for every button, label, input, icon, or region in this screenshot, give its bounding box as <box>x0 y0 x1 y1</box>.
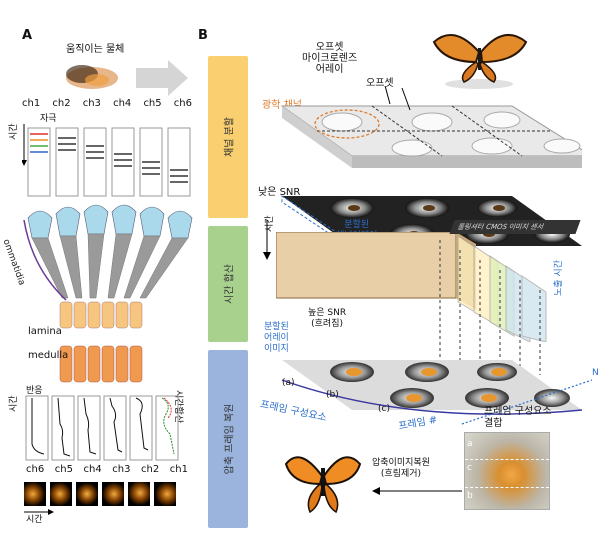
time-arrow-label: 시간 <box>26 515 43 525</box>
offset-label: 오프셋 <box>366 78 394 89</box>
low-snr-label: 낮은 SNR <box>258 187 301 198</box>
response-traces <box>25 395 179 461</box>
time-arrow-icon <box>24 509 54 515</box>
row-letter: b <box>467 491 473 501</box>
panel-a-letter: A <box>22 28 33 43</box>
time-axis-label: 시간 <box>9 123 19 140</box>
abc-c: (c) <box>378 404 390 414</box>
channel-label: ch2 <box>52 98 71 109</box>
cmos-sensor-stack <box>276 232 547 342</box>
stage-bar-channel-split: 채널 분할 <box>208 56 248 218</box>
channel-label: ch4 <box>113 98 132 109</box>
compound-eye-diagram <box>23 204 193 383</box>
channel-label: ch6 <box>173 98 192 109</box>
channel-label: ch5 <box>54 464 73 475</box>
stimulus-boxes <box>22 124 191 197</box>
lamina-cartridges <box>59 301 143 329</box>
frame-thumbnail <box>128 482 150 506</box>
stage-bar-time-integration: 시간 합산 <box>208 226 248 342</box>
channel-label: ch5 <box>143 98 162 109</box>
frame-thumbnail <box>102 482 124 506</box>
frame-thumbnail <box>24 482 46 506</box>
filmstrip <box>24 482 176 506</box>
combined-frame: a c b <box>464 432 550 510</box>
channel-label: ch1 <box>169 464 188 475</box>
time-axis-label-2: 시간 <box>9 395 19 412</box>
stage-label: 시간 합산 <box>224 264 236 304</box>
channels-bottom: ch6 ch5 ch4 ch3 ch2 ch1 <box>26 464 188 475</box>
butterfly-restored-icon <box>284 456 362 514</box>
frame-thumbnail <box>76 482 98 506</box>
butterfly-blur-icon <box>66 65 118 89</box>
high-snr-label: 높은 SNR (흐려짐) <box>308 308 347 329</box>
cmos-sensor-label: 롤링셔터 CMOS 이미지 센서 <box>449 220 581 234</box>
medulla-label: medulla <box>28 350 69 361</box>
row-divider <box>465 459 549 460</box>
restore-arrow-icon <box>372 487 462 495</box>
channel-label: ch1 <box>22 98 41 109</box>
stimulus-label: 자극 <box>40 114 57 124</box>
row-letter: a <box>467 439 473 449</box>
channel-label: ch3 <box>82 98 101 109</box>
motion-arrow-icon <box>136 60 188 96</box>
lamina-label: lamina <box>28 326 62 337</box>
frame-thumbnail <box>154 482 176 506</box>
channel-label: ch3 <box>112 464 131 475</box>
row-divider <box>465 487 549 488</box>
abc-b: (b) <box>326 390 339 400</box>
stage-bar-frame-restore: 압축 프레임 복원 <box>208 350 248 528</box>
high-snr-channel-images <box>281 360 592 425</box>
stage-label: 채널 분할 <box>224 117 236 157</box>
panel-b-letter: B <box>198 28 208 43</box>
offset-microlens-label: 오프셋 마이크로렌즈 어레이 <box>302 42 358 75</box>
ommatidia-lenses <box>27 204 193 239</box>
medulla-columns <box>59 345 143 383</box>
moving-butterfly-figure <box>66 60 188 96</box>
time-down-arrow-icon <box>263 220 271 260</box>
restore-label: 압축이미지복원 (흐림제거) <box>372 458 430 479</box>
channel-label: ch4 <box>83 464 102 475</box>
moving-object-label: 움직이는 물체 <box>66 44 125 55</box>
abc-a: (a) <box>282 378 295 388</box>
microlens-array <box>280 86 582 168</box>
channels-top: ch1 ch2 ch3 ch4 ch5 ch6 <box>22 98 192 109</box>
butterfly-top-icon <box>432 33 528 89</box>
channel-label: ch2 <box>141 464 160 475</box>
frame-thumbnail <box>50 482 72 506</box>
row-letter: c <box>467 463 472 473</box>
split-array-image-label: 분할된 어레이 이미지 <box>264 322 289 354</box>
frame-combine-label: 프레임 구성요소 결합 <box>484 406 552 429</box>
response-label: 반응 <box>26 386 43 396</box>
stage-label: 압축 프레임 복원 <box>224 403 236 475</box>
n-label: N <box>592 368 599 378</box>
channel-label: ch6 <box>26 464 45 475</box>
